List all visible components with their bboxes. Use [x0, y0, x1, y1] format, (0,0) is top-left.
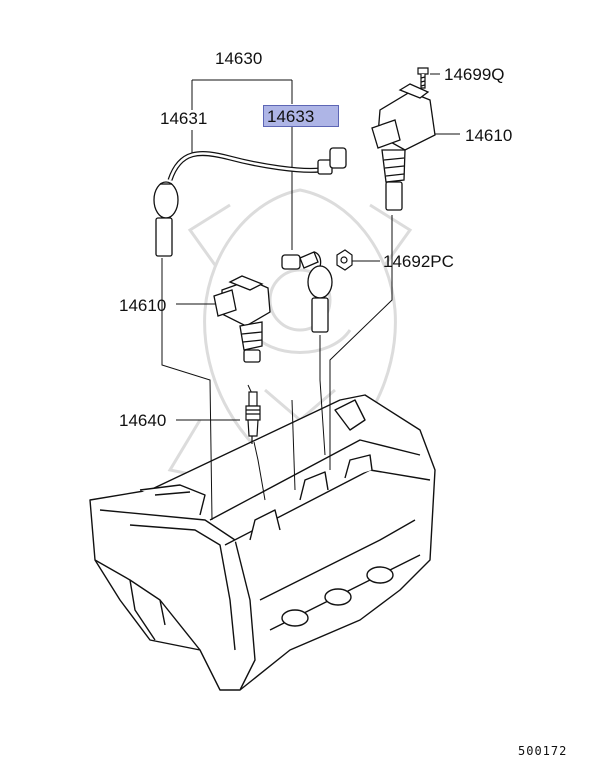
ignition-coil-right [371, 83, 436, 211]
bolt [417, 67, 429, 89]
callout-cable-selected[interactable]: 14633 [263, 105, 340, 127]
spark-plug [245, 391, 261, 444]
callout-coil-left[interactable]: 14610 [119, 296, 167, 315]
nut [336, 249, 353, 271]
callout-assembly[interactable]: 14630 [215, 49, 263, 68]
spark-plug-cable-selected [281, 251, 333, 333]
callout-cable-left[interactable]: 14631 [160, 109, 208, 128]
callout-nut[interactable]: 14692PC [383, 252, 454, 271]
cylinder-head [89, 394, 436, 691]
spark-plug-cable-left [153, 147, 347, 257]
ignition-coil-left [213, 275, 271, 363]
leader-lines [161, 73, 460, 521]
callout-coil-right[interactable]: 14610 [465, 126, 513, 145]
callout-bolt[interactable]: 14699Q [444, 65, 505, 84]
callout-spark-plug[interactable]: 14640 [119, 411, 167, 430]
document-number: 500172 [518, 744, 568, 758]
